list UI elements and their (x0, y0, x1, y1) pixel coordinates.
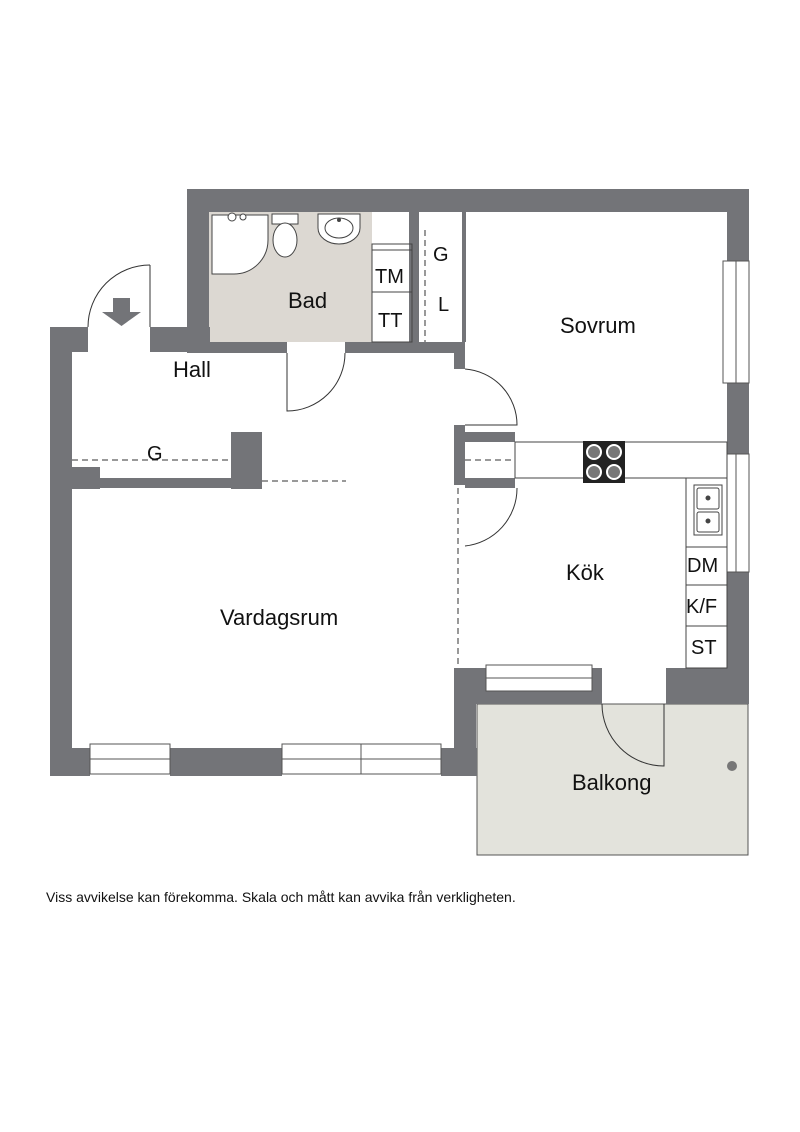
fixture-label-kf: K/F (686, 596, 717, 618)
fixture-label-g-hall: G (147, 443, 163, 465)
room-label-vardagsrum: Vardagsrum (220, 605, 338, 630)
fixture-label-st: ST (691, 637, 717, 659)
fixture-label-dm: DM (687, 555, 718, 577)
entrance-arrow-icon (102, 298, 141, 326)
bathroom-fixtures (211, 212, 361, 275)
fixture-label-g-closet: G (433, 244, 449, 266)
disclaimer-text: Viss avvikelse kan förekomma. Skala och … (46, 889, 516, 905)
door-swings (286, 352, 665, 767)
walls (50, 189, 749, 776)
room-label-kok: Kök (566, 560, 605, 585)
stove-icon (583, 441, 625, 483)
balcony-drain-icon (727, 761, 737, 771)
fixture-label-l: L (438, 294, 449, 316)
room-label-hall: Hall (173, 357, 211, 382)
room-label-sovrum: Sovrum (560, 313, 636, 338)
balcony-floor (476, 703, 749, 856)
room-label-balkong: Balkong (572, 770, 652, 795)
shower-icon (211, 214, 269, 275)
laundry-units (371, 243, 413, 343)
windows (89, 260, 750, 775)
room-label-bad: Bad (288, 288, 327, 313)
toilet-icon (272, 222, 298, 258)
kitchen-sink-icon (693, 484, 723, 536)
fixture-label-tt: TT (378, 310, 402, 332)
entrance-door (87, 264, 151, 328)
fixture-label-tm: TM (375, 266, 404, 288)
